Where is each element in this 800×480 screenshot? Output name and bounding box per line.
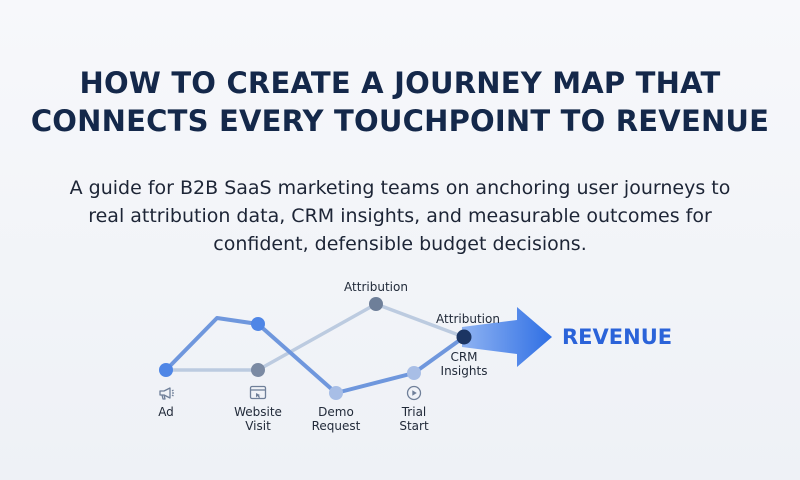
node-crm-insights bbox=[456, 329, 472, 345]
touchpoint-demo-label-line1: Demo bbox=[318, 405, 354, 419]
touchpoint-website-label-line1: Website bbox=[234, 405, 282, 419]
node-peak bbox=[251, 317, 265, 331]
touchpoint-website-label-line2: Visit bbox=[245, 419, 271, 433]
revenue-label: REVENUE bbox=[562, 325, 672, 349]
megaphone-icon bbox=[159, 387, 174, 400]
attribution-label-right: Attribution bbox=[436, 312, 500, 326]
revenue-arrow bbox=[462, 307, 552, 367]
journey-path-secondary bbox=[164, 302, 466, 372]
crm-label-line1: CRM bbox=[450, 350, 477, 364]
node-demo-request bbox=[329, 386, 343, 400]
page-title: HOW TO CREATE A JOURNEY MAP THAT CONNECT… bbox=[0, 64, 800, 140]
title-line-1: HOW TO CREATE A JOURNEY MAP THAT bbox=[79, 66, 721, 100]
play-circle-icon bbox=[406, 385, 422, 401]
node-trial-start bbox=[407, 366, 421, 380]
touchpoint-trial-label-line1: Trial bbox=[401, 405, 427, 419]
crm-label-line2: Insights bbox=[441, 364, 488, 378]
touchpoint-ad-label: Ad bbox=[158, 405, 174, 419]
page-subtitle: A guide for B2B SaaS marketing teams on … bbox=[69, 177, 731, 255]
browser-window-icon bbox=[249, 385, 267, 400]
node-ad bbox=[159, 363, 173, 377]
journey-path-primary bbox=[164, 316, 466, 395]
touchpoint-demo-label-line2: Request bbox=[312, 419, 361, 433]
touchpoint-trial-label-line2: Start bbox=[399, 419, 429, 433]
node-website-visit bbox=[251, 363, 265, 377]
node-attribution bbox=[369, 297, 383, 311]
attribution-label-top: Attribution bbox=[344, 280, 408, 294]
title-line-2: CONNECTS EVERY TOUCHPOINT TO REVENUE bbox=[30, 104, 770, 138]
